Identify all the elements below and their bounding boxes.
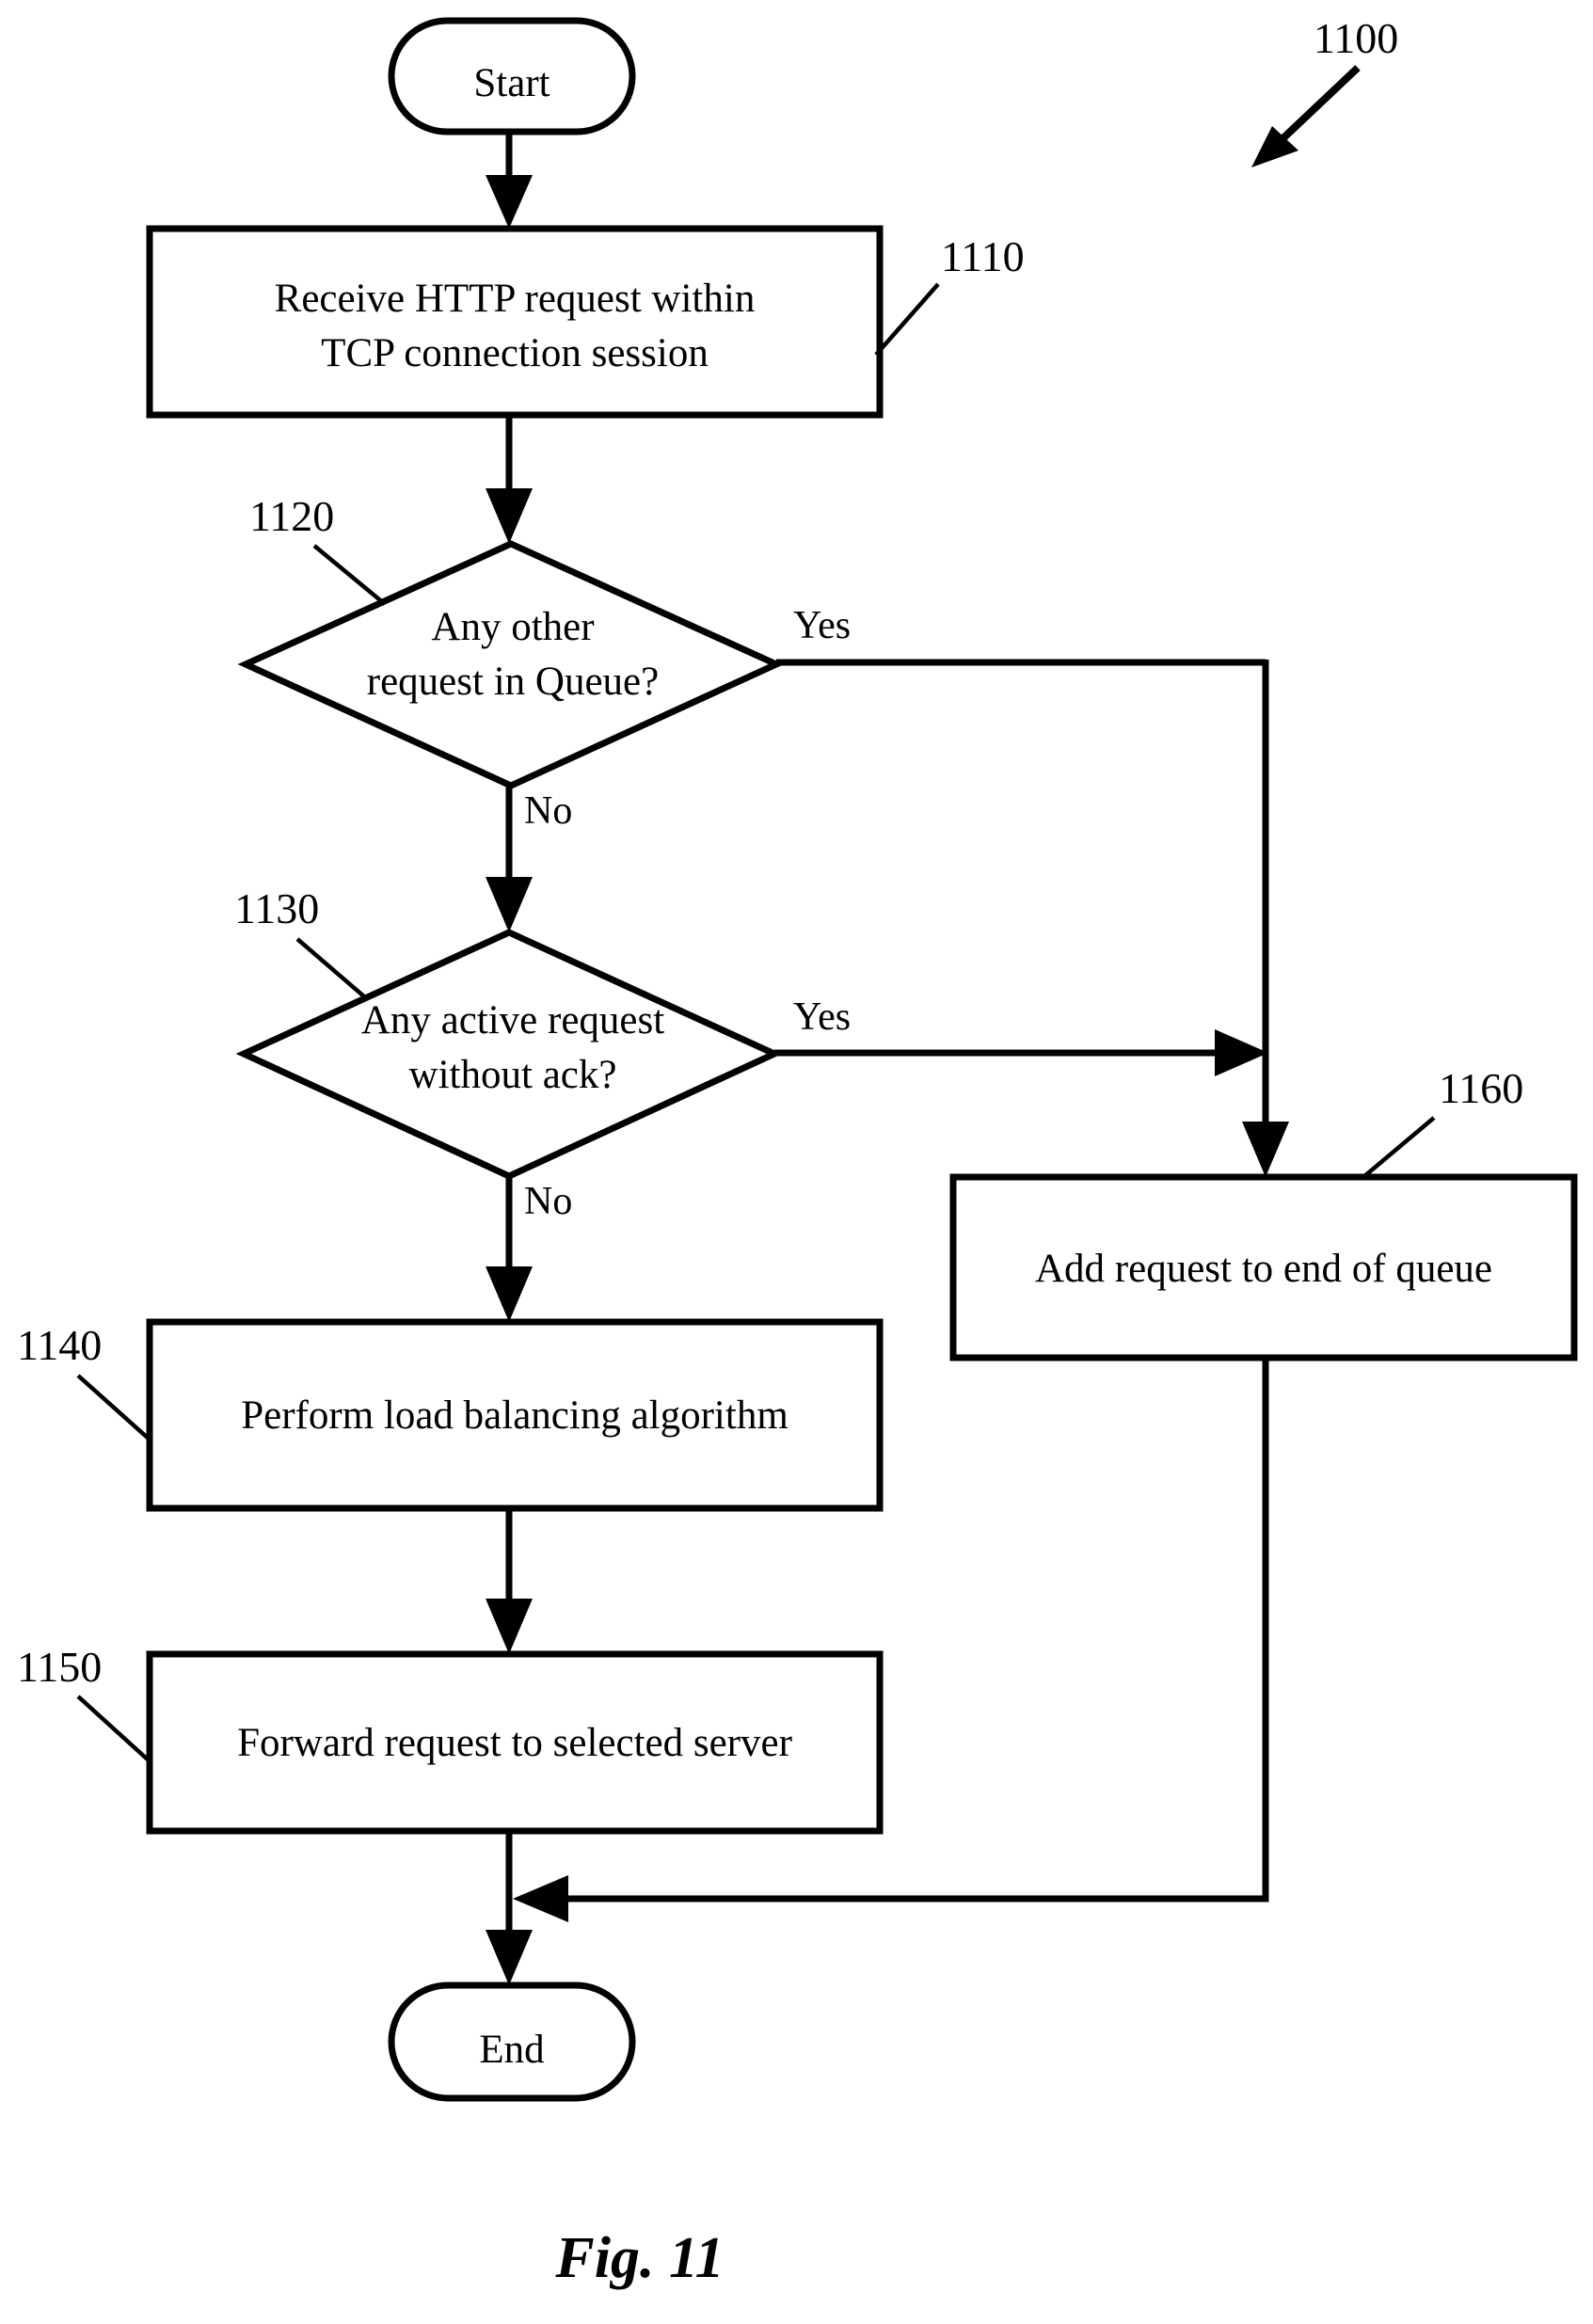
feedback-path bbox=[553, 1358, 1269, 1902]
start-label: Start bbox=[473, 61, 550, 105]
figure-reference-1100: 1100 bbox=[1251, 14, 1398, 167]
end-label: End bbox=[479, 2028, 544, 2072]
ref-1120-group: 1120 bbox=[249, 492, 387, 606]
feedback-add-queue-to-end bbox=[513, 1358, 1269, 1922]
queue-no-label: No bbox=[524, 789, 572, 833]
connector-arrowhead bbox=[486, 1930, 533, 1985]
receive-label-line2: TCP connection session bbox=[321, 331, 709, 375]
figure-caption: Fig. 11 bbox=[554, 2226, 724, 2290]
queue-decision-label-line2: request in Queue? bbox=[367, 660, 659, 704]
load-balance-label: Perform load balancing algorithm bbox=[241, 1393, 789, 1438]
ack-yes-label: Yes bbox=[793, 995, 851, 1039]
add-queue-label: Add request to end of queue bbox=[1035, 1247, 1492, 1291]
connector-arrowhead bbox=[486, 1599, 533, 1654]
ref-1140-group: 1140 bbox=[17, 1321, 151, 1441]
branch-ack-yes: Yes bbox=[774, 995, 1268, 1076]
add-queue-box-shape bbox=[949, 1173, 1578, 1361]
ref-1150-leader bbox=[76, 1695, 151, 1763]
ref-1120-leader bbox=[312, 544, 387, 606]
node-forward-request[interactable]: Forward request to selected server bbox=[146, 1650, 884, 1835]
ref-num-1160: 1160 bbox=[1439, 1064, 1523, 1112]
forward-label: Forward request to selected server bbox=[237, 1721, 792, 1765]
ref-1130-group: 1130 bbox=[234, 884, 367, 999]
ref-1160-group: 1160 bbox=[1362, 1064, 1523, 1179]
feedback-arrowhead bbox=[513, 1875, 568, 1922]
branch-ack-no: No bbox=[486, 1176, 572, 1322]
queue-yes-label: Yes bbox=[793, 604, 851, 647]
connector-forward-to-end bbox=[486, 1831, 533, 1985]
queue-decision-label-line1: Any other bbox=[431, 605, 594, 649]
receive-box-shape bbox=[146, 225, 884, 419]
ref-1160-leader bbox=[1362, 1116, 1436, 1179]
ref-1140-leader bbox=[76, 1374, 151, 1441]
branch-queue-yes: Yes bbox=[776, 604, 1266, 666]
node-load-balancing[interactable]: Perform load balancing algorithm bbox=[146, 1318, 884, 1512]
ref-1130-leader bbox=[295, 937, 367, 999]
ref-1150-group: 1150 bbox=[17, 1643, 151, 1763]
ack-no-arrowhead bbox=[486, 1266, 533, 1322]
ref-num-1130: 1130 bbox=[234, 884, 319, 932]
node-ack-decision[interactable]: Any active request without ack? bbox=[235, 929, 783, 1180]
ack-no-label: No bbox=[524, 1180, 572, 1223]
node-add-request-to-queue[interactable]: Add request to end of queue bbox=[949, 1173, 1578, 1361]
connector-arrowhead bbox=[486, 488, 533, 544]
connector-load-balance-to-forward bbox=[486, 1508, 533, 1654]
node-queue-decision[interactable]: Any other request in Queue? bbox=[237, 540, 785, 789]
receive-label-line1: Receive HTTP request within bbox=[275, 277, 756, 321]
ref-1100-leader bbox=[1269, 65, 1361, 151]
connector-start-to-receive bbox=[486, 132, 533, 229]
ack-yes-arrowhead bbox=[1215, 1029, 1268, 1076]
ref-num-1120: 1120 bbox=[249, 492, 334, 540]
ack-decision-label-line1: Any active request bbox=[361, 998, 664, 1043]
load-balance-box-shape bbox=[146, 1318, 884, 1512]
node-start[interactable]: Start bbox=[388, 17, 636, 135]
ref-1100-arrowhead bbox=[1251, 126, 1298, 167]
ref-num-1100: 1100 bbox=[1314, 14, 1398, 62]
right-trunk-arrowhead bbox=[1242, 1122, 1289, 1177]
ref-num-1140: 1140 bbox=[17, 1321, 102, 1369]
ref-1110-group: 1110 bbox=[874, 232, 1025, 357]
connector-arrowhead bbox=[486, 175, 533, 229]
right-trunk-to-add-queue bbox=[1242, 660, 1289, 1177]
ref-1110-leader bbox=[874, 282, 940, 357]
end-terminator-shape bbox=[388, 1982, 636, 2102]
connector-receive-to-queue-decision bbox=[486, 415, 533, 544]
ack-decision-label-line2: without ack? bbox=[409, 1053, 617, 1097]
ref-num-1110: 1110 bbox=[941, 232, 1025, 280]
node-end[interactable]: End bbox=[388, 1982, 636, 2102]
branch-queue-no: No bbox=[486, 786, 572, 932]
forward-box-shape bbox=[146, 1650, 884, 1835]
ref-num-1150: 1150 bbox=[17, 1643, 102, 1691]
queue-no-arrowhead bbox=[486, 877, 533, 932]
node-receive-http-request[interactable]: Receive HTTP request within TCP connecti… bbox=[146, 225, 884, 419]
